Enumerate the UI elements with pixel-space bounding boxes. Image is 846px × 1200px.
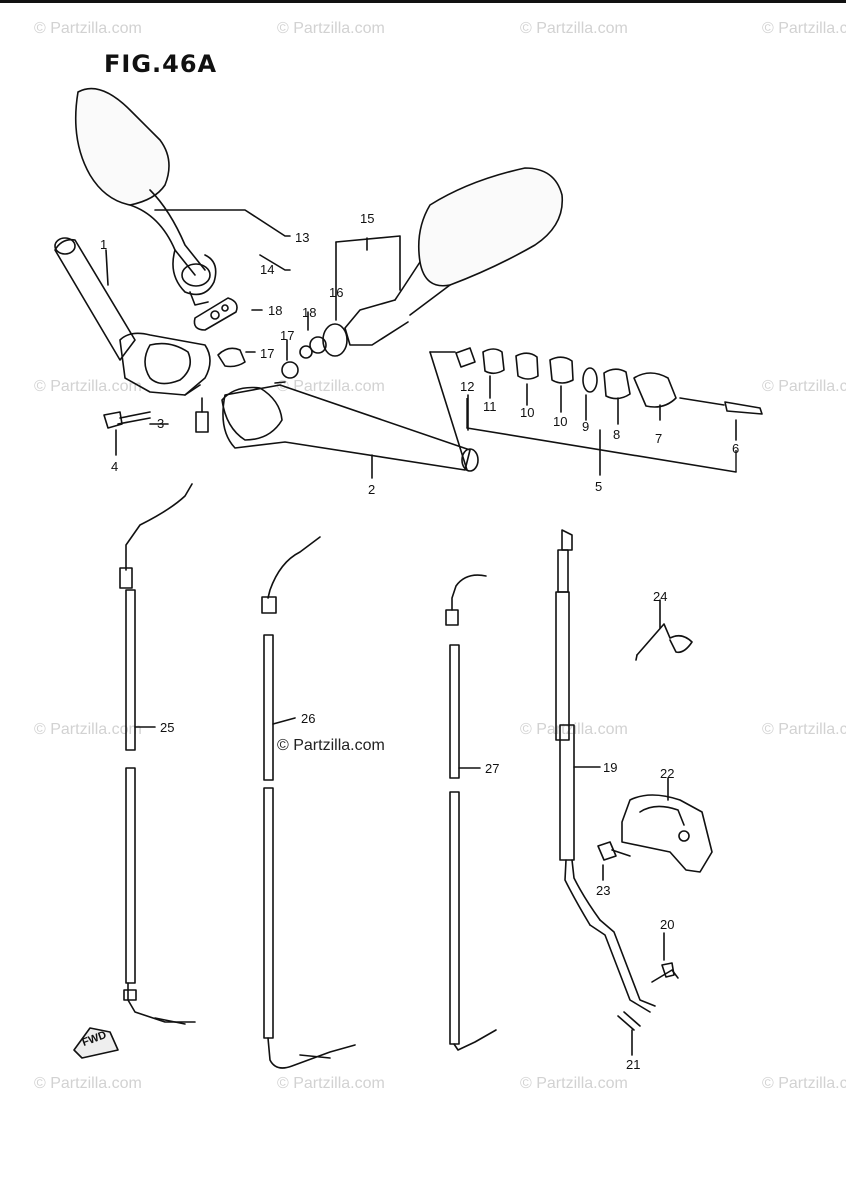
clip-24 [635,623,693,661]
callout-17a: 17 [280,328,295,343]
cable-27 [445,574,497,1051]
callout-22: 22 [660,766,675,781]
callout-18b: 18 [302,305,317,320]
bracket-22 [621,794,713,873]
callout-10a: 10 [520,405,535,420]
callout-14: 14 [260,262,275,277]
watermark: © Partzilla.com [762,20,846,37]
callout-5: 5 [595,479,603,494]
watermark: © Partzilla.com [762,721,846,738]
right-handlebar [221,381,479,472]
watermark: © Partzilla.com [34,721,142,738]
bar-end-weights [429,347,763,473]
callout-26: 26 [301,711,316,726]
watermark: © Partzilla.com [762,1075,846,1092]
callout-18a: 18 [268,303,283,318]
callout-24: 24 [653,589,668,604]
callout-15: 15 [360,211,375,226]
callout-2: 2 [368,482,376,497]
callout-17b: 17 [260,346,275,361]
callout-3: 3 [157,416,165,431]
callout-20: 20 [660,917,675,932]
callout-19: 19 [603,760,618,775]
watermark: © Partzilla.com [34,1075,142,1092]
mirror-spacers [193,297,299,379]
watermark: © Partzilla.com [34,378,142,395]
watermark: © Partzilla.com [277,378,385,395]
bolt-20 [651,962,679,983]
bolt-23 [597,841,631,861]
top-border-line [0,0,846,3]
screw-21 [617,1011,641,1031]
callout-10b: 10 [553,414,568,429]
watermark: © Partzilla.com [520,20,628,37]
left-handlebar [54,237,211,396]
callout-7: 7 [655,431,663,446]
watermark: © Partzilla.com [762,378,846,395]
watermark-center: © Partzilla.com [277,737,385,754]
watermark: © Partzilla.com [34,20,142,37]
watermark: © Partzilla.com [520,1075,628,1092]
callout-13: 13 [295,230,310,245]
callout-6: 6 [732,441,740,456]
callout-9: 9 [582,419,590,434]
callout-1: 1 [100,237,108,252]
figure-title: FIG.46A [104,50,218,78]
watermark: © Partzilla.com [277,1075,385,1092]
cable-26 [261,536,356,1069]
fwd-arrow [73,1027,119,1059]
right-mirror [299,167,564,359]
callout-23: 23 [596,883,611,898]
callout-25: 25 [160,720,175,735]
cable-25 [119,483,196,1025]
callout-4: 4 [111,459,119,474]
watermark: © Partzilla.com [277,20,385,37]
callout-12: 12 [460,379,475,394]
callout-21: 21 [626,1057,641,1072]
callout-8: 8 [613,427,621,442]
cable-19 [555,529,656,1013]
callout-11: 11 [483,399,497,414]
left-mirror [74,87,217,306]
bolts [103,397,209,433]
callout-16: 16 [329,285,344,300]
callout-27: 27 [485,761,500,776]
